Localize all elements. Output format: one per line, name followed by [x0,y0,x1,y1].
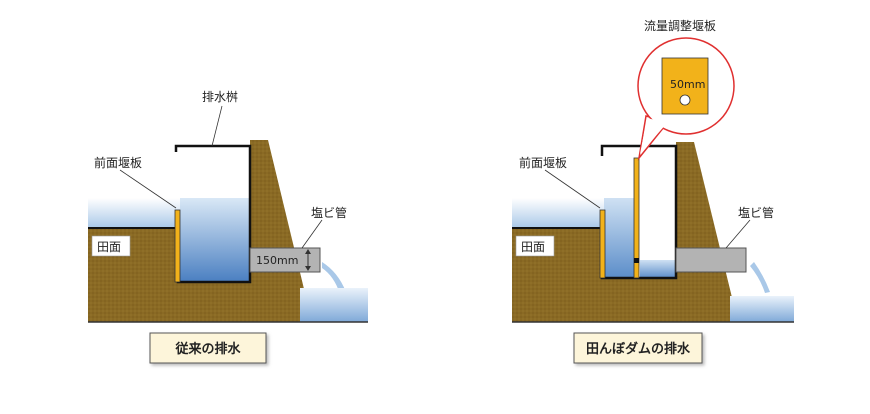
right-box-water-right [640,260,676,278]
callout-bubble [637,37,735,161]
left-diagram [88,105,368,323]
right-diagram [512,37,794,323]
right-flow-board [633,157,640,279]
left-caption-box [149,332,267,364]
left-field-water [88,198,180,228]
left-board-label: 前面堰板 [94,155,142,170]
right-soil [512,142,738,322]
left-soil [88,140,312,322]
right-pvc-pipe [675,247,747,273]
right-box-water-left [604,198,636,278]
right-ditch-water [730,296,794,322]
orifice-hole-icon [679,94,691,106]
left-box-water [180,198,250,282]
left-pipe-label: 塩ビ管 [311,205,347,220]
left-field-label: 田面 [97,240,121,254]
left-ditch-water [300,288,368,322]
left-box-label: 排水桝 [202,89,238,104]
right-field-label: 田面 [521,240,545,254]
left-dimension-label: 150mm [256,254,298,267]
right-field-water [512,198,604,228]
left-outflow-stream [322,262,346,294]
right-callout-value: 50mm [670,78,705,91]
right-outflow-stream [750,262,770,293]
right-board-label: 前面堰板 [519,155,567,170]
left-caption: 従来の排水 [174,341,241,357]
right-pipe-label: 塩ビ管 [738,205,774,220]
right-caption-box [573,332,703,364]
right-front-board [599,209,606,279]
left-front-board [174,209,181,283]
right-callout-title: 流量調整堰板 [644,18,716,33]
right-caption: 田んぼダムの排水 [586,341,691,357]
